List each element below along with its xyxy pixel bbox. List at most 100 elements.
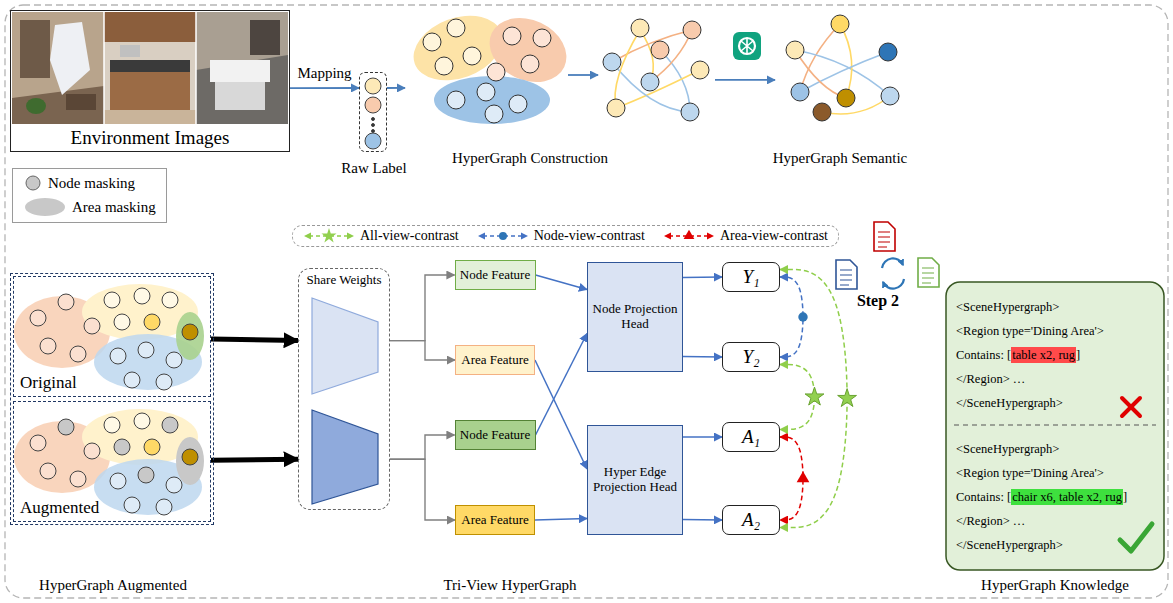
augmented-hypergraph-figure (176, 437, 204, 485)
node-text: <SceneHypergraph> (956, 442, 1059, 456)
connector (211, 339, 298, 341)
hypergraph-blobs (434, 76, 550, 124)
code-line: <Region type='Dining Area'> (956, 318, 1154, 342)
augmented-hypergraph-figure (58, 419, 74, 435)
connector (290, 87, 359, 89)
hypergraph-blobs (405, 4, 577, 124)
wrong-mark (1122, 398, 1140, 416)
legend-sample (23, 173, 43, 193)
raw-label-box: Raw Label (359, 72, 387, 152)
hypergraph-blobs (533, 29, 551, 47)
arrow-sample (521, 233, 528, 240)
contrast-symbol (797, 471, 810, 482)
line-graph (631, 19, 649, 37)
connector (390, 459, 455, 520)
label-holder: Step 2 (857, 292, 899, 310)
node-text: Original (20, 373, 77, 393)
knowledge-panel-shape (946, 282, 1164, 570)
symbol-sample (684, 230, 695, 239)
document-icons (918, 258, 939, 287)
augmented-hypergraph-figure (124, 497, 140, 513)
node-text: ] (1123, 490, 1127, 504)
environment-photos (250, 20, 280, 55)
symbol-sample (321, 228, 336, 242)
environment-photos (12, 12, 104, 124)
node-text: table x2, rug (1011, 347, 1076, 363)
original-hypergraph-figure (176, 312, 204, 360)
line-graph (650, 30, 692, 82)
document-icons (840, 270, 852, 285)
node-text: Y₂ (742, 346, 759, 368)
arrow-sample (664, 233, 671, 240)
contrast-symbol (805, 387, 824, 405)
original-hypergraph-figure (110, 348, 126, 364)
xml-block-wrong: <SceneHypergraph><Region type='Dining Ar… (946, 286, 1164, 420)
legend-item: All-view-contrast (303, 228, 459, 244)
line-graph (612, 30, 692, 62)
line-graph (683, 21, 701, 39)
environment-photos (104, 12, 196, 42)
legend-sample (303, 228, 355, 244)
caption-holder: Raw Label (341, 159, 406, 177)
legend-sample (477, 228, 529, 244)
knowledge-panel: HyperGraph Knowledge<SceneHypergraph><Re… (946, 282, 1164, 570)
contrast-symbol (798, 312, 807, 321)
raw-label-dots (372, 130, 375, 133)
node-text: HyperGraph Semantic (773, 150, 908, 166)
feature-box: Node Feature (455, 260, 536, 290)
original-hypergraph-figure (156, 374, 172, 390)
hypergraph-blobs (463, 47, 481, 65)
environment-photos (26, 98, 46, 114)
embedding-box: Y₂ (722, 342, 780, 372)
semantic-graph (831, 15, 849, 33)
node-text: Area Feature (461, 353, 529, 368)
node-text: Area Feature (461, 513, 529, 528)
node-mask-sample (26, 176, 40, 190)
line-graph (651, 41, 669, 59)
environment-photos (12, 12, 288, 124)
augmented-hypergraph-figure (30, 435, 46, 451)
outer-frame (5, 5, 1168, 598)
augmented-hypergraph-figure (110, 473, 126, 489)
legend-text: Area-view-contrast (720, 228, 828, 244)
line-graph (603, 19, 709, 121)
code-line: </SceneHypergraph> (956, 390, 1154, 414)
augmented-hypergraph-figure (84, 443, 100, 459)
code-line: </SceneHypergraph> (956, 532, 1154, 556)
raw-label-dots (365, 97, 381, 113)
code-line: Contains: [chair x6, table x2, rug] (956, 484, 1154, 508)
hypergraph-blobs (423, 33, 441, 51)
xml-block-correct: <SceneHypergraph><Region type='Dining Ar… (946, 428, 1164, 566)
hypergraph-blobs (447, 91, 465, 109)
node-text: <Region type='Dining Area'> (956, 324, 1104, 338)
augmented-hypergraph-figure (144, 439, 160, 455)
line-graph (641, 73, 659, 91)
projection-head: Node Projection Head (587, 262, 683, 372)
symbol-sample (499, 232, 507, 240)
cycle-arrows (883, 279, 904, 289)
connector (683, 356, 722, 358)
image-panel: Environment Images (10, 10, 290, 152)
legend-item: Area-view-contrast (663, 228, 828, 244)
cycle-arrows (882, 258, 904, 288)
semantic-graph (791, 83, 809, 101)
legend-item: Node-view-contrast (477, 228, 645, 244)
raw-label-dots (372, 124, 375, 127)
line-graph (607, 99, 625, 117)
raw-label-dots (365, 78, 381, 94)
semantic-graph (822, 96, 890, 114)
feature-box: Node Feature (455, 420, 536, 450)
node-text: Node Feature (460, 428, 530, 443)
hypergraph-blobs (487, 63, 505, 81)
node-text: A₁ (742, 426, 760, 448)
augmented-hypergraph-figure (134, 413, 150, 429)
hypergraph-blobs (447, 19, 465, 37)
environment-photos (195, 12, 197, 124)
original-hypergraph-figure (58, 294, 74, 310)
node-text: </Region> … (956, 514, 1025, 528)
label-holder: Tri-View HyperGraph (443, 576, 576, 594)
connector (683, 276, 722, 278)
node-text: Augmented (20, 498, 99, 518)
hypergraph-blobs (477, 83, 495, 101)
